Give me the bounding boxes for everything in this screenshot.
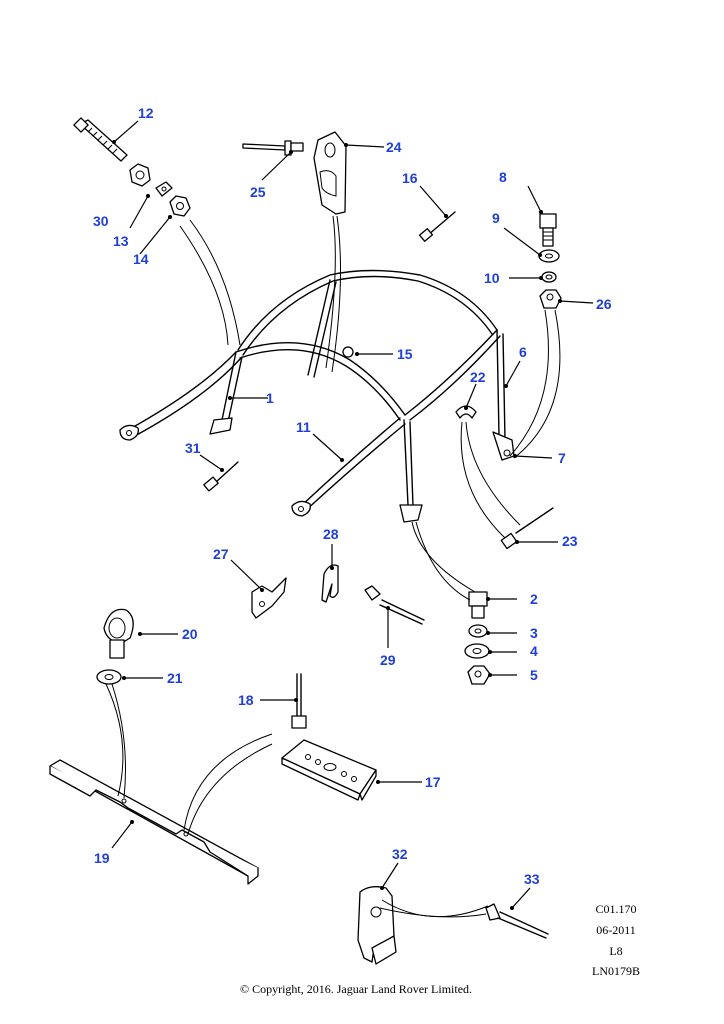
plate-17-icon: [281, 739, 377, 801]
callout-15: 15: [397, 346, 413, 362]
washer-9-icon: [538, 249, 560, 263]
callout-17: 17: [425, 774, 441, 790]
rivet-16-icon: [418, 211, 456, 242]
clip-28-icon: [321, 564, 339, 603]
washer-10-icon: [541, 271, 557, 283]
callout-2: 2: [530, 591, 538, 607]
bracket-24-icon: [313, 131, 347, 215]
nut-5-icon: [467, 665, 491, 685]
callout-1: 1: [266, 390, 274, 406]
callout-8: 8: [499, 169, 507, 185]
callout-16: 16: [402, 170, 418, 186]
callout-18: 18: [238, 692, 254, 708]
rivet-25-icon: [242, 140, 304, 156]
copyright-notice: © Copyright, 2016. Jaguar Land Rover Lim…: [239, 982, 473, 996]
callout-22: 22: [470, 369, 486, 385]
callout-28: 28: [323, 526, 339, 542]
bolt-2-icon: [468, 591, 488, 619]
callout-10: 10: [484, 270, 500, 286]
callout-31: 31: [185, 440, 201, 456]
callout-27: 27: [213, 546, 229, 562]
callout-7: 7: [558, 450, 566, 466]
drawing-date: 06-2011: [596, 923, 636, 937]
rivet-33-icon: [485, 903, 549, 939]
callout-20: 20: [182, 626, 198, 642]
clip-22-icon: [455, 405, 477, 419]
callout-30: 30: [93, 213, 109, 229]
callout-29: 29: [380, 652, 396, 668]
bolt-8-icon: [539, 213, 557, 247]
nut-30-icon: [129, 163, 151, 187]
washer-21-icon: [96, 669, 122, 685]
washer-13-icon: [155, 181, 173, 197]
callout-19: 19: [94, 850, 110, 866]
callout-26: 26: [596, 296, 612, 312]
callout-23: 23: [562, 533, 578, 549]
callout-33: 33: [524, 871, 540, 887]
callout-32: 32: [392, 846, 408, 862]
callout-24: 24: [386, 139, 402, 155]
callout-5: 5: [530, 667, 538, 683]
hoop-frame: [119, 269, 515, 523]
callout-13: 13: [113, 233, 129, 249]
rivet-23-icon: [500, 507, 554, 550]
callout-14: 14: [133, 251, 149, 267]
rivet-31-icon: [203, 461, 239, 492]
drawing-number: LN0179B: [592, 964, 640, 978]
callout-3: 3: [530, 625, 538, 641]
callout-25: 25: [250, 184, 266, 200]
washer-3-icon: [468, 624, 488, 638]
washer-4-icon: [464, 643, 490, 659]
leader-lines: [111, 120, 594, 910]
bracket-27-icon: [251, 577, 287, 619]
rail-19-icon: [49, 759, 259, 885]
nut-26-icon: [539, 289, 562, 309]
bolt-12-icon: [73, 117, 128, 162]
callout-12: 12: [138, 105, 154, 121]
callout-9: 9: [492, 210, 500, 226]
callout-numbers: 1 2 3 4 5 6 7 8 9 10 11 12 13 14 15 16 1…: [93, 105, 612, 887]
d-ring-20-icon: [103, 608, 134, 659]
bracket-32-icon: [357, 886, 397, 965]
drawing-ref: C01.170: [595, 902, 637, 916]
assembly-curves: [105, 215, 561, 918]
rivet-29-icon: [364, 585, 425, 625]
callout-4: 4: [530, 643, 538, 659]
nut-14-icon: [169, 195, 191, 217]
callout-11: 11: [296, 419, 311, 435]
drawing-level: L8: [609, 944, 623, 958]
rivet-18-icon: [291, 673, 307, 729]
callout-6: 6: [519, 344, 527, 360]
callout-21: 21: [167, 670, 183, 686]
